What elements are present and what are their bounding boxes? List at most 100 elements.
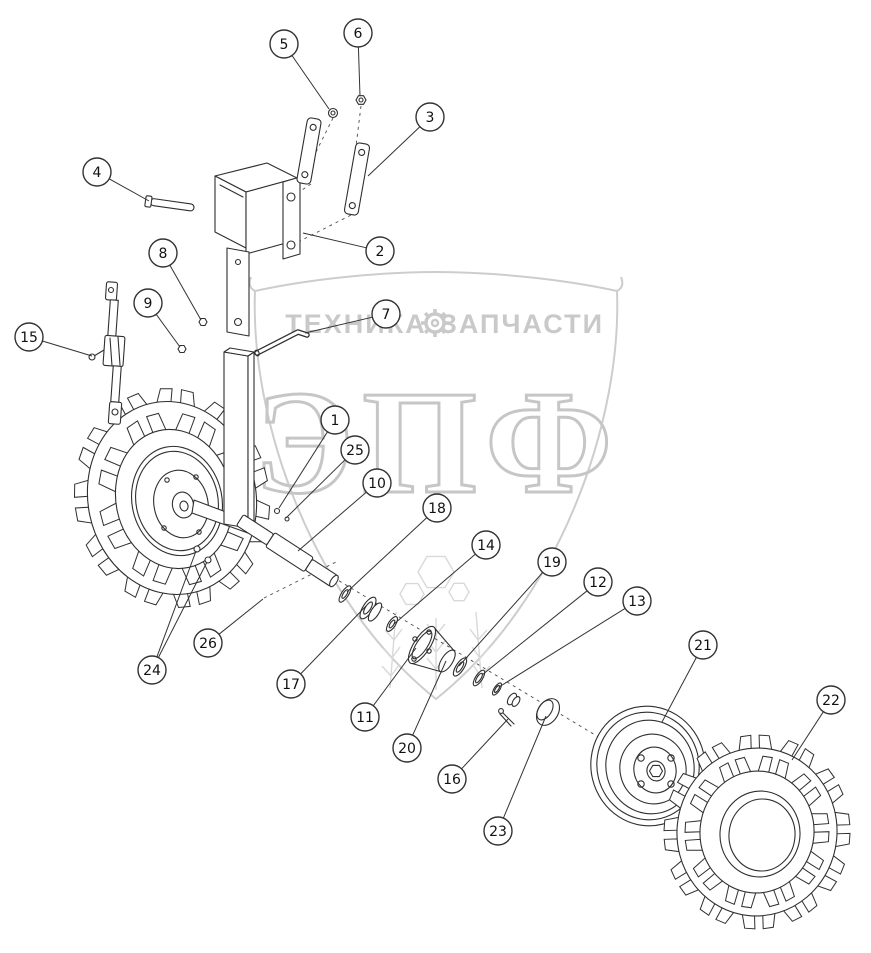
callout-circle — [193, 628, 223, 658]
callout-leader — [302, 232, 367, 249]
callout-number: 7 — [382, 307, 391, 323]
callout-13: 13 — [498, 586, 652, 688]
bracket-lower-plate — [226, 247, 250, 337]
callout-leader — [661, 657, 697, 723]
callout-circle — [365, 236, 395, 266]
callout-11: 11 — [350, 647, 417, 732]
spacer-ring — [385, 616, 399, 632]
callout-20: 20 — [392, 660, 447, 763]
callout-circle — [340, 435, 370, 465]
callout-leader — [498, 607, 626, 688]
callout-number: 19 — [543, 555, 561, 571]
wheel-studs — [161, 474, 212, 564]
callout-leader — [300, 605, 367, 675]
callout-number: 9 — [144, 296, 153, 312]
callout-number: 4 — [93, 165, 102, 181]
callout-circle — [350, 702, 380, 732]
washer-stack — [338, 585, 561, 727]
tire — [663, 734, 851, 930]
tire-bead-inner — [728, 798, 796, 872]
clevis-pin — [144, 195, 195, 212]
callout-16: 16 — [437, 718, 509, 794]
callout-leader — [169, 264, 202, 321]
callout-circle — [269, 29, 299, 59]
callout-leader — [367, 126, 421, 177]
callout-number: 3 — [426, 110, 435, 126]
callout-leader — [291, 55, 330, 110]
callout-number: 10 — [368, 476, 386, 492]
flat-washer-a — [338, 585, 352, 603]
callout-12: 12 — [481, 567, 613, 676]
gear-icon — [421, 309, 449, 337]
callout-circle — [688, 630, 718, 660]
strap-plate-1 — [296, 117, 322, 185]
callout-25: 25 — [285, 435, 370, 519]
callout-21: 21 — [661, 630, 718, 723]
callout-number: 16 — [443, 772, 461, 788]
callout-circle — [133, 288, 163, 318]
left-hub-bore — [179, 500, 189, 512]
watermark-brand-right: ЗАПЧАСТИ — [440, 309, 604, 339]
callout-circle — [483, 816, 513, 846]
callout-circle — [137, 655, 167, 685]
callout-18: 18 — [346, 493, 452, 593]
callout-number: 23 — [489, 824, 507, 840]
callouts-layer: 1234567891011121314151617181920212223242… — [14, 18, 846, 846]
callout-leader — [502, 715, 547, 819]
left-wheel-assembly — [73, 388, 271, 609]
callout-circle — [816, 685, 846, 715]
callout-number: 13 — [628, 594, 646, 610]
callout-circle — [148, 238, 178, 268]
callout-circle — [362, 468, 392, 498]
dust-cap — [535, 698, 561, 726]
callout-19: 19 — [458, 547, 567, 667]
callout-4: 4 — [82, 157, 150, 202]
callout-9: 9 — [133, 288, 181, 348]
callout-number: 12 — [589, 575, 607, 591]
callout-circle — [622, 586, 652, 616]
callout-leader — [157, 561, 208, 658]
left-rim-inner — [135, 450, 219, 552]
support-column — [223, 347, 255, 529]
callout-15: 15 — [14, 322, 93, 357]
callout-circle — [276, 669, 306, 699]
stud-bolt-1 — [193, 545, 201, 553]
flat-washer-c — [491, 682, 503, 696]
callout-leader — [42, 340, 93, 357]
bracket-hole-upper — [286, 192, 296, 202]
callout-number: 25 — [346, 443, 364, 459]
callout-leader — [791, 711, 824, 761]
callout-26: 26 — [193, 598, 264, 658]
turnbuckle-link — [88, 281, 126, 425]
lock-nut-small — [355, 95, 367, 105]
bracket-hole-lower — [286, 240, 296, 250]
callout-circle — [437, 764, 467, 794]
callout-23: 23 — [483, 715, 547, 846]
callout-24: 24 — [137, 550, 208, 685]
callout-5: 5 — [269, 29, 330, 110]
callout-3: 3 — [367, 102, 445, 177]
callout-leader — [304, 316, 373, 334]
callout-leader — [372, 647, 417, 706]
callout-leader — [278, 431, 328, 509]
callout-circle — [392, 733, 422, 763]
callout-number: 6 — [354, 26, 363, 42]
watermark-shield — [253, 270, 619, 701]
callout-leader — [156, 550, 197, 658]
callout-number: 2 — [376, 244, 385, 260]
tire-bead — [719, 790, 801, 878]
callout-circle — [415, 102, 445, 132]
callout-circle — [371, 299, 401, 329]
callout-2: 2 — [302, 232, 395, 266]
callout-circle — [471, 530, 501, 560]
callout-8: 8 — [148, 238, 202, 321]
callout-number: 1 — [331, 413, 340, 429]
wheat-ornament — [381, 611, 491, 690]
callout-10: 10 — [297, 468, 392, 552]
hex-nut-8 — [198, 317, 208, 327]
hub — [407, 625, 456, 673]
callout-7: 7 — [304, 299, 401, 334]
callout-circle — [583, 567, 613, 597]
